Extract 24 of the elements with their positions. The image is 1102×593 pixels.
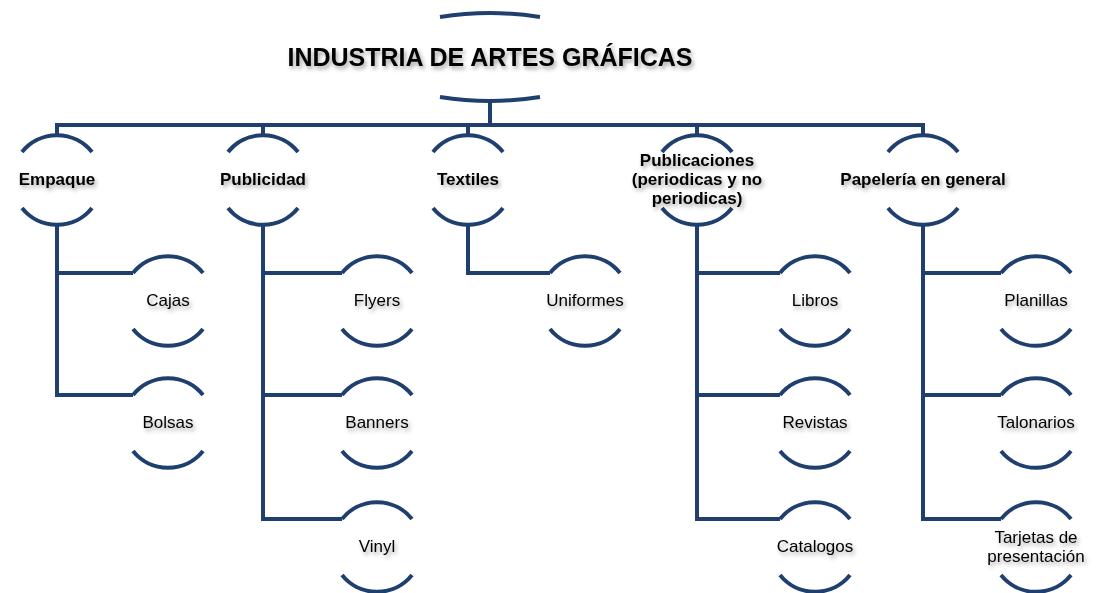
node-label: Publicidad xyxy=(219,170,307,190)
node-label: Flyers xyxy=(352,291,402,311)
node-label: Tarjetas de presentación xyxy=(986,527,1086,567)
connector-line xyxy=(261,225,342,521)
node-label: Bolsas xyxy=(141,413,195,433)
node-label: Catalogos xyxy=(775,537,855,557)
node-label: Libros xyxy=(790,291,840,311)
node-label: Papelería en general xyxy=(839,170,1007,190)
node-label: INDUSTRIA DE ARTES GRÁFICAS xyxy=(286,43,694,71)
connector-line xyxy=(488,101,925,135)
node-label: Vinyl xyxy=(357,537,397,557)
node-label: Uniformes xyxy=(545,291,625,311)
node-label: Textiles xyxy=(435,170,501,190)
node-label: Revistas xyxy=(781,413,849,433)
connector-line xyxy=(921,225,1001,521)
node-label: Banners xyxy=(344,413,410,433)
connector-line xyxy=(55,225,133,397)
node-label: Planillas xyxy=(1003,291,1069,311)
node-label: Talonarios xyxy=(996,413,1076,433)
connector-line xyxy=(695,225,780,521)
node-label: Empaque xyxy=(17,170,97,190)
node-label: Publicaciones (periodicas y no periodicas) xyxy=(630,151,764,209)
connector-line xyxy=(466,225,550,275)
node-label: Cajas xyxy=(145,291,191,311)
